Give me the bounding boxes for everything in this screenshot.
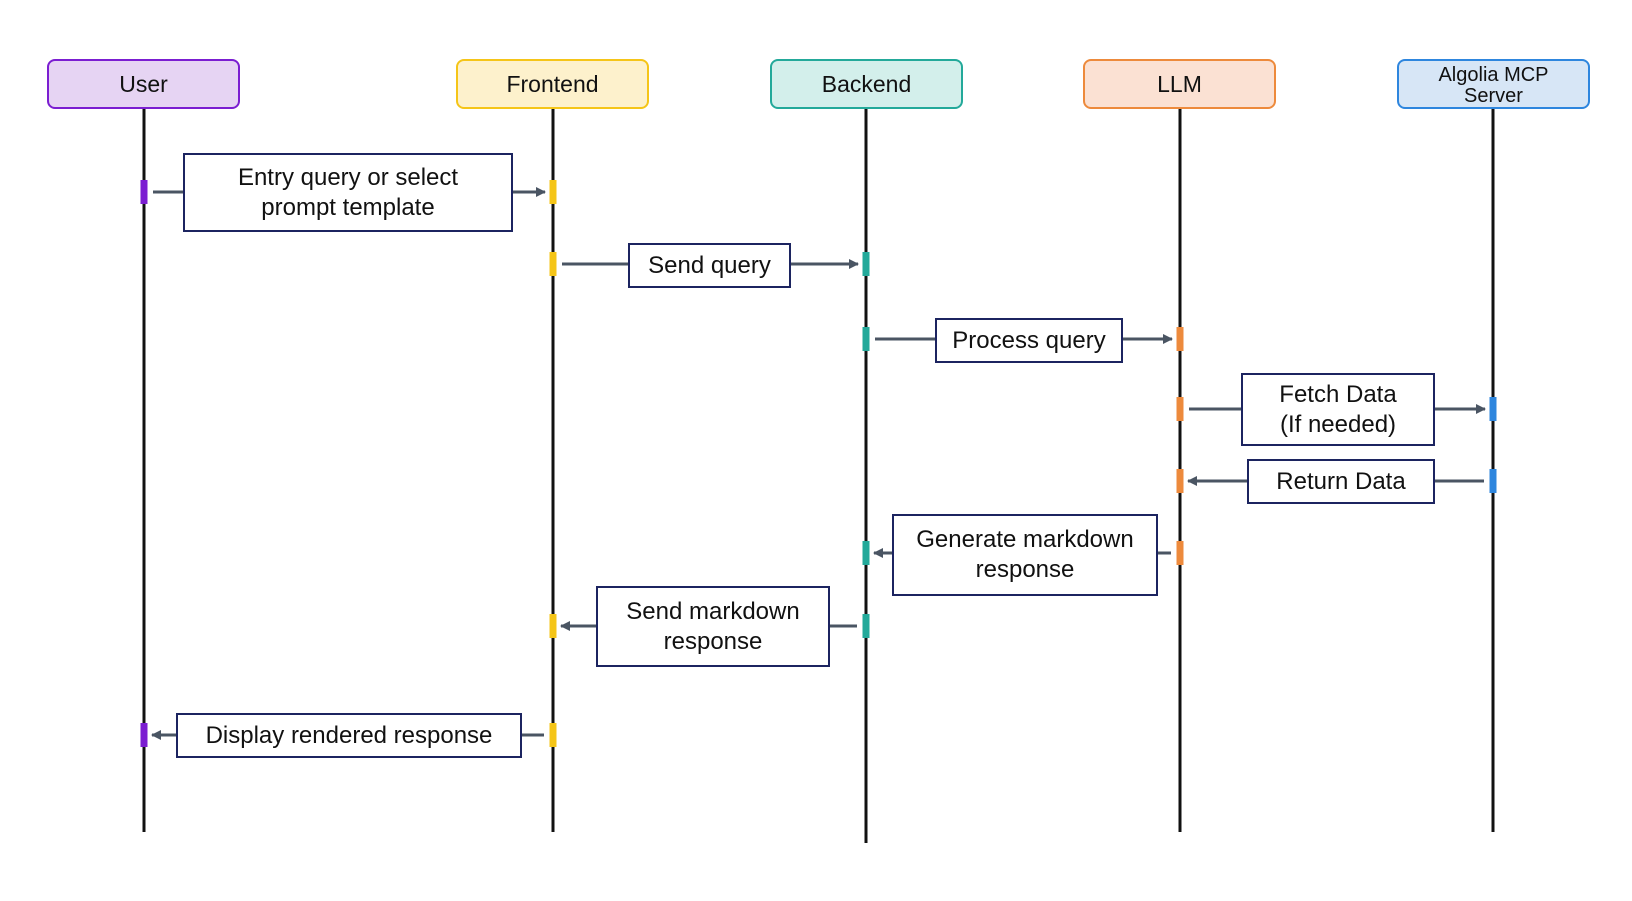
message-return-data: Return Data [1247,459,1435,504]
actor-user: User [47,59,240,109]
actor-llm: LLM [1083,59,1276,109]
actor-label: User [119,70,168,97]
activation-backend [862,327,870,351]
activation-user [140,180,148,204]
activation-algolia [1489,397,1497,421]
activation-backend [862,252,870,276]
actor-label: Frontend [506,70,599,97]
actor-label: Backend [821,70,912,97]
activation-frontend [549,614,557,638]
activation-llm [1176,327,1184,351]
message-process-query: Process query [935,318,1123,363]
activation-algolia [1489,469,1497,493]
message-send-markdown: Send markdown response [596,586,830,667]
message-fetch-data: Fetch Data (If needed) [1241,373,1435,446]
actor-label: LLM [1157,70,1202,97]
actor-algolia-mcp-server: Algolia MCP Server [1397,59,1590,109]
message-generate-markdown: Generate markdown response [892,514,1158,596]
activation-backend [862,614,870,638]
actor-backend: Backend [770,59,963,109]
activation-frontend [549,180,557,204]
actor-frontend: Frontend [456,59,649,109]
activation-backend [862,541,870,565]
activation-llm [1176,469,1184,493]
activation-llm [1176,541,1184,565]
activation-user [140,723,148,747]
message-send-query: Send query [628,243,791,288]
activation-frontend [549,252,557,276]
activation-frontend [549,723,557,747]
actor-label: Algolia MCP Server [1438,64,1549,107]
message-entry-query: Entry query or select prompt template [183,153,513,232]
message-display-response: Display rendered response [176,713,522,758]
activation-llm [1176,397,1184,421]
